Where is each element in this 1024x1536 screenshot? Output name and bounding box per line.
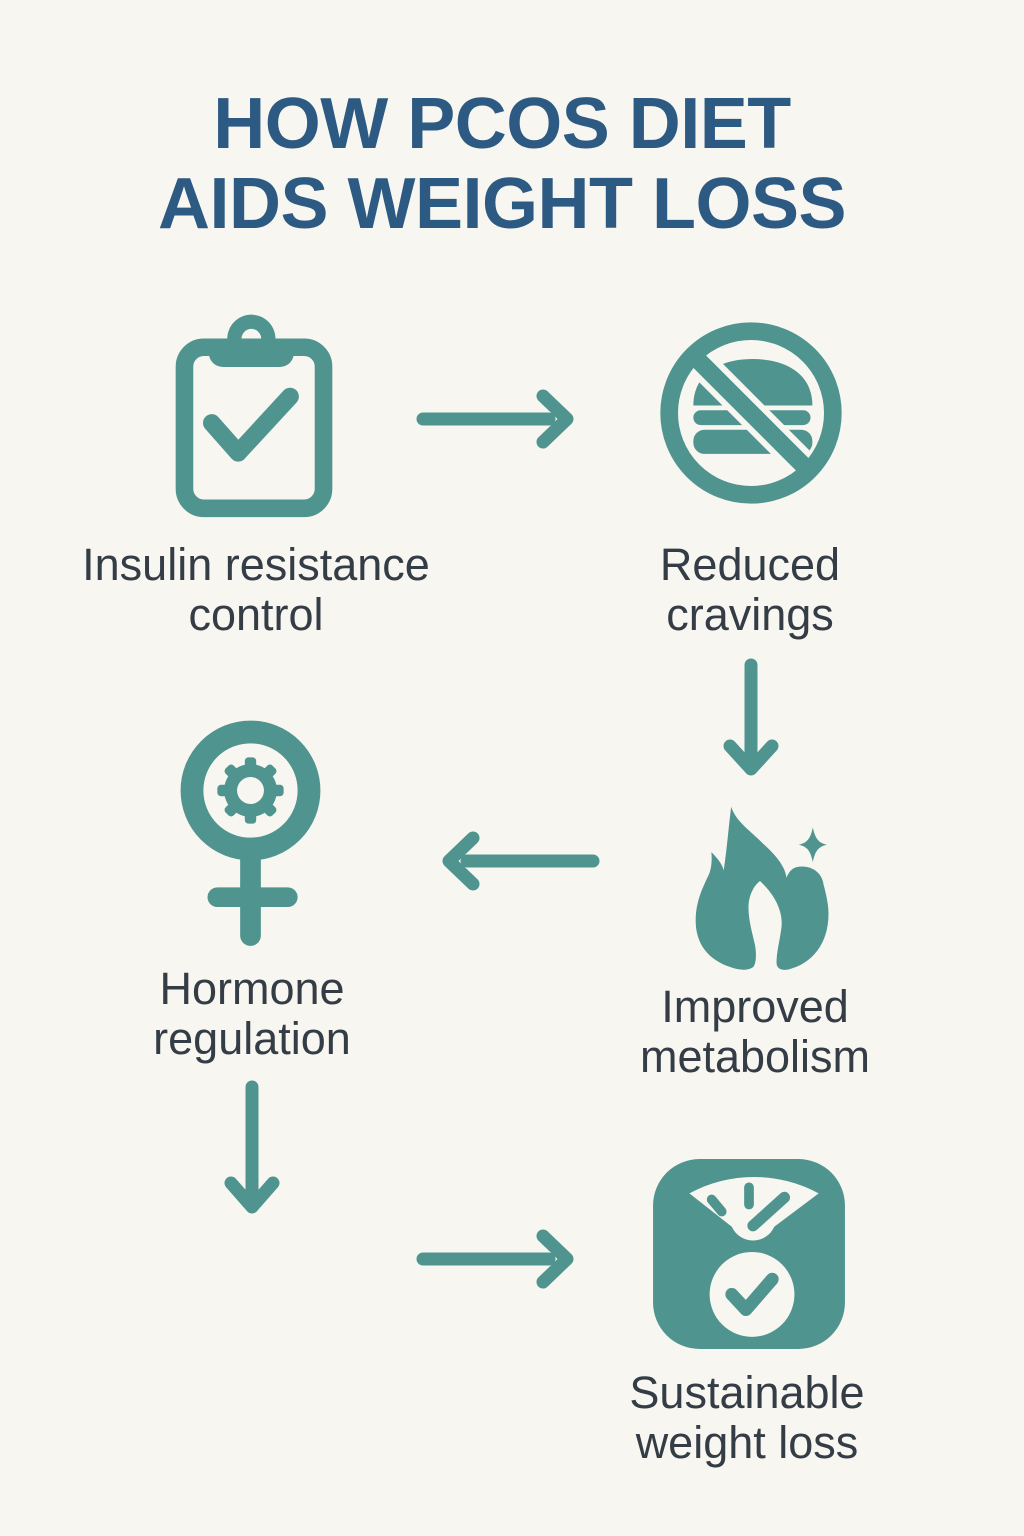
flow-arrow-right-icon bbox=[416, 389, 574, 449]
step-label-sustainable-weight-loss: Sustainable weight loss bbox=[629, 1367, 865, 1468]
step-label-improved-metabolism: Improved metabolism bbox=[639, 981, 871, 1082]
flow-arrow-left-icon bbox=[442, 831, 600, 891]
flow-arrow-down-icon bbox=[224, 1080, 280, 1214]
gear-icon bbox=[217, 757, 284, 824]
step-label-insulin-resistance-control: Insulin resistance control bbox=[82, 539, 430, 640]
flame-sparkle-icon bbox=[695, 806, 829, 970]
flow-arrow-down-icon bbox=[723, 658, 779, 776]
step-label-reduced-cravings: Reduced cravings bbox=[659, 539, 841, 640]
page-title: HOW PCOS DIET AIDS WEIGHT LOSS bbox=[157, 84, 847, 244]
clipboard-check-icon bbox=[175, 314, 333, 518]
weight-scale-check-icon bbox=[653, 1159, 845, 1349]
no-burger-icon bbox=[660, 322, 842, 504]
flow-arrow-right-icon bbox=[416, 1229, 574, 1289]
step-label-hormone-regulation: Hormone regulation bbox=[153, 963, 351, 1064]
female-symbol-gear-icon bbox=[180, 720, 321, 946]
